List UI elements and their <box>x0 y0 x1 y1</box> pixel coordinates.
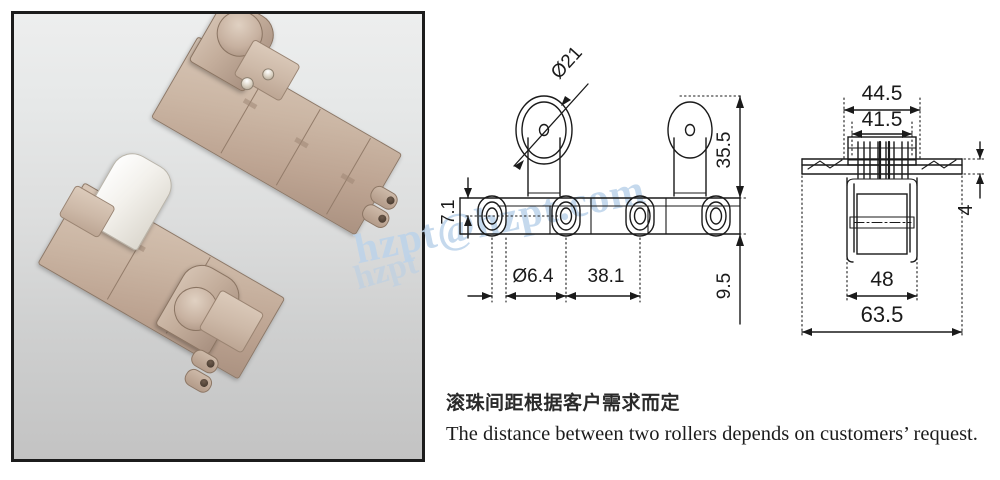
dim-label-6_4: Ø6.4 <box>512 266 554 287</box>
dim-label-9_5: 9.5 <box>714 273 735 299</box>
dim-9_5 <box>736 233 744 325</box>
dim-label-38_1: 38.1 <box>588 266 625 287</box>
product-photo-panel: hzpt <box>11 11 425 462</box>
diameter-21-leader <box>513 83 589 170</box>
dim-48 <box>846 292 918 300</box>
pin-barrel <box>625 195 655 237</box>
caption-english: The distance between two rollers depends… <box>446 422 978 445</box>
dim-label-41_5: 41.5 <box>862 108 903 131</box>
roller-yoke <box>846 177 918 263</box>
dim-35_5 <box>736 95 744 199</box>
plate-wings <box>801 158 963 175</box>
dim-label-diameter21: Ø21 <box>547 43 587 84</box>
caption-chinese: 滚珠间距根据客户需求而定 <box>446 392 681 414</box>
witness-lines <box>801 97 987 337</box>
dim-label-63_5: 63.5 <box>861 302 904 327</box>
dim-44_5 <box>843 106 921 114</box>
dim-4 <box>976 141 984 199</box>
dim-label-48: 48 <box>870 268 893 291</box>
pin-barrel <box>701 195 731 237</box>
dim-7_1 <box>464 177 472 239</box>
end-elevation-drawing: 44.5 41.5 4 48 63.5 <box>801 82 987 337</box>
roller-assembly-left <box>515 95 573 197</box>
caption-block: 滚珠间距根据客户需求而定 The distance between two ro… <box>446 392 994 446</box>
side-elevation-drawing: Ø21 35.5 7.1 9.5 Ø6.4 38.1 <box>440 43 747 325</box>
dim-label-44_5: 44.5 <box>862 82 903 105</box>
dim-63_5 <box>801 328 963 336</box>
top-bracket <box>847 136 917 180</box>
dim-label-7_1: 7.1 <box>440 199 458 224</box>
dim-38_1 <box>565 292 641 300</box>
dim-label-35_5: 35.5 <box>714 132 735 169</box>
product-photo-image: hzpt <box>14 14 422 459</box>
dim-label-4: 4 <box>955 204 977 215</box>
dim-6_4 <box>467 292 567 300</box>
dim-41_5 <box>851 130 913 138</box>
roller-assembly-right <box>667 101 713 197</box>
